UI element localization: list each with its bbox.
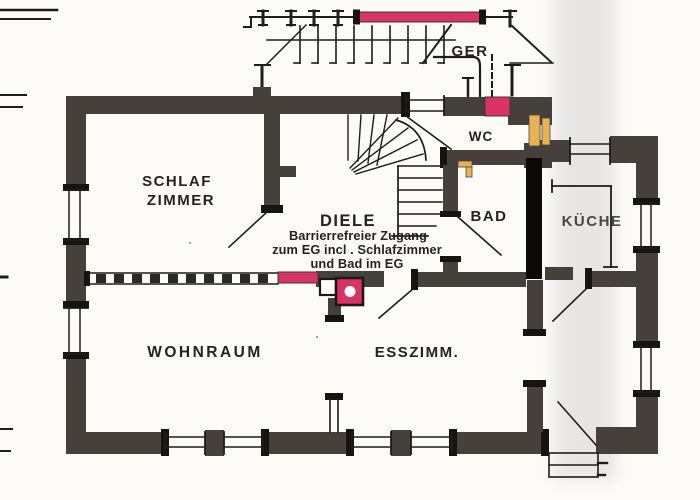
wall-segment (264, 114, 280, 210)
wall-segment (527, 280, 543, 333)
wall-segment (443, 165, 458, 215)
wall-end-cap (633, 341, 660, 348)
highlight-handrail (353, 9, 486, 25)
room-label-schlafzimmer-line2: ZIMMER (147, 192, 215, 209)
room-label-diele: DIELE (320, 212, 376, 230)
room-label-wohnraum: WOHNRAUM (147, 344, 263, 361)
wall-end-cap (449, 429, 457, 456)
wall-segment (452, 432, 548, 454)
note-line1: Barrierrefreier Zugang (289, 228, 427, 243)
wall-segment (636, 163, 658, 204)
door-swing-hall (377, 286, 416, 320)
scan-artifact-marks (0, 8, 638, 477)
wall-end-cap (63, 301, 89, 308)
exterior-staircase: GER (243, 9, 554, 98)
wall-end-cap (325, 315, 344, 322)
wall-segment (527, 384, 543, 432)
wall-end-cap (633, 246, 660, 253)
interior-walls (261, 114, 637, 433)
wall-segment (540, 140, 570, 162)
wall-end-cap (63, 184, 89, 191)
wall-end-cap (541, 429, 549, 456)
note-line2: zum EG incl . Schlafzimmer (272, 242, 442, 257)
wall-segment (66, 432, 165, 454)
wall-segment (66, 240, 86, 308)
wall-end-cap (523, 329, 546, 336)
interior-staircase (347, 114, 443, 237)
wall-end-cap (440, 256, 461, 262)
wall-end-cap (440, 211, 461, 217)
wall-segment (414, 272, 526, 287)
window-pier (205, 430, 224, 456)
wall-segment (66, 96, 86, 190)
wall-corner (596, 427, 658, 454)
window-symbols (63, 95, 659, 455)
storage-outline (432, 55, 482, 98)
wall-end-cap (523, 380, 546, 387)
door-swings (227, 114, 598, 447)
wall-end-cap (411, 269, 418, 290)
new-wall-black (526, 158, 542, 279)
wall-segment (443, 150, 528, 165)
scan-artifact-band (554, 0, 616, 480)
highlight-grab-rail (457, 160, 473, 178)
wall-segment (636, 248, 658, 347)
wall-end-cap (63, 352, 89, 359)
highlight-wc-door (484, 96, 511, 117)
wall-end-cap (633, 390, 660, 397)
note-line3: und Bad im EG (310, 256, 403, 271)
wall-stub (280, 166, 296, 177)
highlight-door-frame (528, 114, 551, 147)
wall-segment (588, 271, 637, 287)
room-label-kueche: KÜCHE (562, 213, 623, 230)
kitchen-counter (551, 179, 618, 268)
wall-segment (66, 96, 406, 114)
railing-post-base (253, 87, 271, 98)
wall-end-cap (585, 268, 592, 289)
wall-end-cap (261, 429, 269, 456)
highlight-wall-segment (277, 271, 319, 284)
wall-segment (545, 267, 573, 280)
wall-end-cap (63, 238, 89, 245)
room-label-bad: BAD (471, 208, 508, 225)
wall-segment (264, 432, 352, 454)
door-swing-wc (404, 114, 453, 151)
wall-segment (444, 97, 485, 116)
window-pier (391, 430, 411, 456)
wall-end-cap (261, 205, 283, 213)
door-swing-bath (456, 215, 503, 257)
room-label-geraeteraum: GER (451, 43, 488, 60)
entrance-steps (548, 452, 599, 478)
stair-treads (266, 23, 456, 65)
wall-end-cap (346, 429, 354, 456)
wall-end-cap (325, 393, 343, 400)
stair-railing (243, 9, 554, 98)
railing-posts (257, 9, 517, 28)
door-swing-kitchen (551, 287, 588, 323)
room-label-wc: WC (469, 129, 494, 144)
door-swing-entrance (556, 400, 598, 447)
dashed-wall (84, 271, 279, 286)
wall-segment (66, 354, 86, 454)
wall-end-cap (440, 147, 447, 168)
wall-segment (636, 392, 658, 430)
room-label-schlafzimmer-line1: SCHLAF (142, 173, 212, 190)
wall-corner (610, 136, 658, 163)
chimney-symbol (318, 276, 365, 307)
exterior-walls (63, 92, 660, 456)
wall-end-cap (633, 198, 660, 205)
room-label-esszimmer: ESSZIMM. (375, 344, 460, 361)
door-swing-bedroom (227, 210, 269, 249)
